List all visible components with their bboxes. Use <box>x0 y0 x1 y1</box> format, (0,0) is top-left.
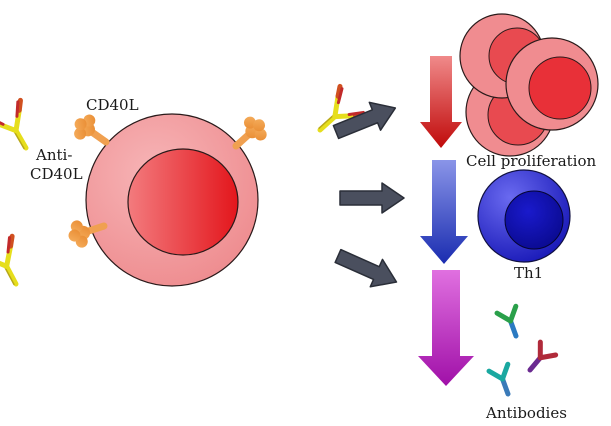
antibody-icon <box>0 236 33 293</box>
arrow-to-antibodies-icon <box>331 241 404 297</box>
arrow-to-th1-icon <box>339 182 405 214</box>
th1-label: Th1 <box>514 264 543 282</box>
th1-cell <box>477 169 571 263</box>
antibodies-label: Antibodies <box>485 404 567 422</box>
cd40l-label: CD40L <box>86 96 139 114</box>
antibody-teal-icon <box>489 364 517 397</box>
cell-proliferation-label: Cell proliferation <box>466 152 597 170</box>
antibody-purple-icon <box>522 342 555 376</box>
antibody-green-icon <box>497 306 525 339</box>
anti-cd40l-label-line1: Anti- <box>35 146 72 164</box>
b-cell-nucleus <box>127 148 239 256</box>
blue-down-arrow-icon <box>420 160 468 264</box>
purple-down-arrow-icon <box>418 270 474 386</box>
b-cell <box>85 113 259 287</box>
antibody-icon <box>307 86 365 144</box>
proliferating-cells <box>459 13 599 157</box>
red-down-arrow-icon <box>420 56 462 148</box>
arrow-to-proliferation-icon <box>329 93 402 147</box>
anti-cd40l-label-line2: CD40L <box>30 165 83 183</box>
